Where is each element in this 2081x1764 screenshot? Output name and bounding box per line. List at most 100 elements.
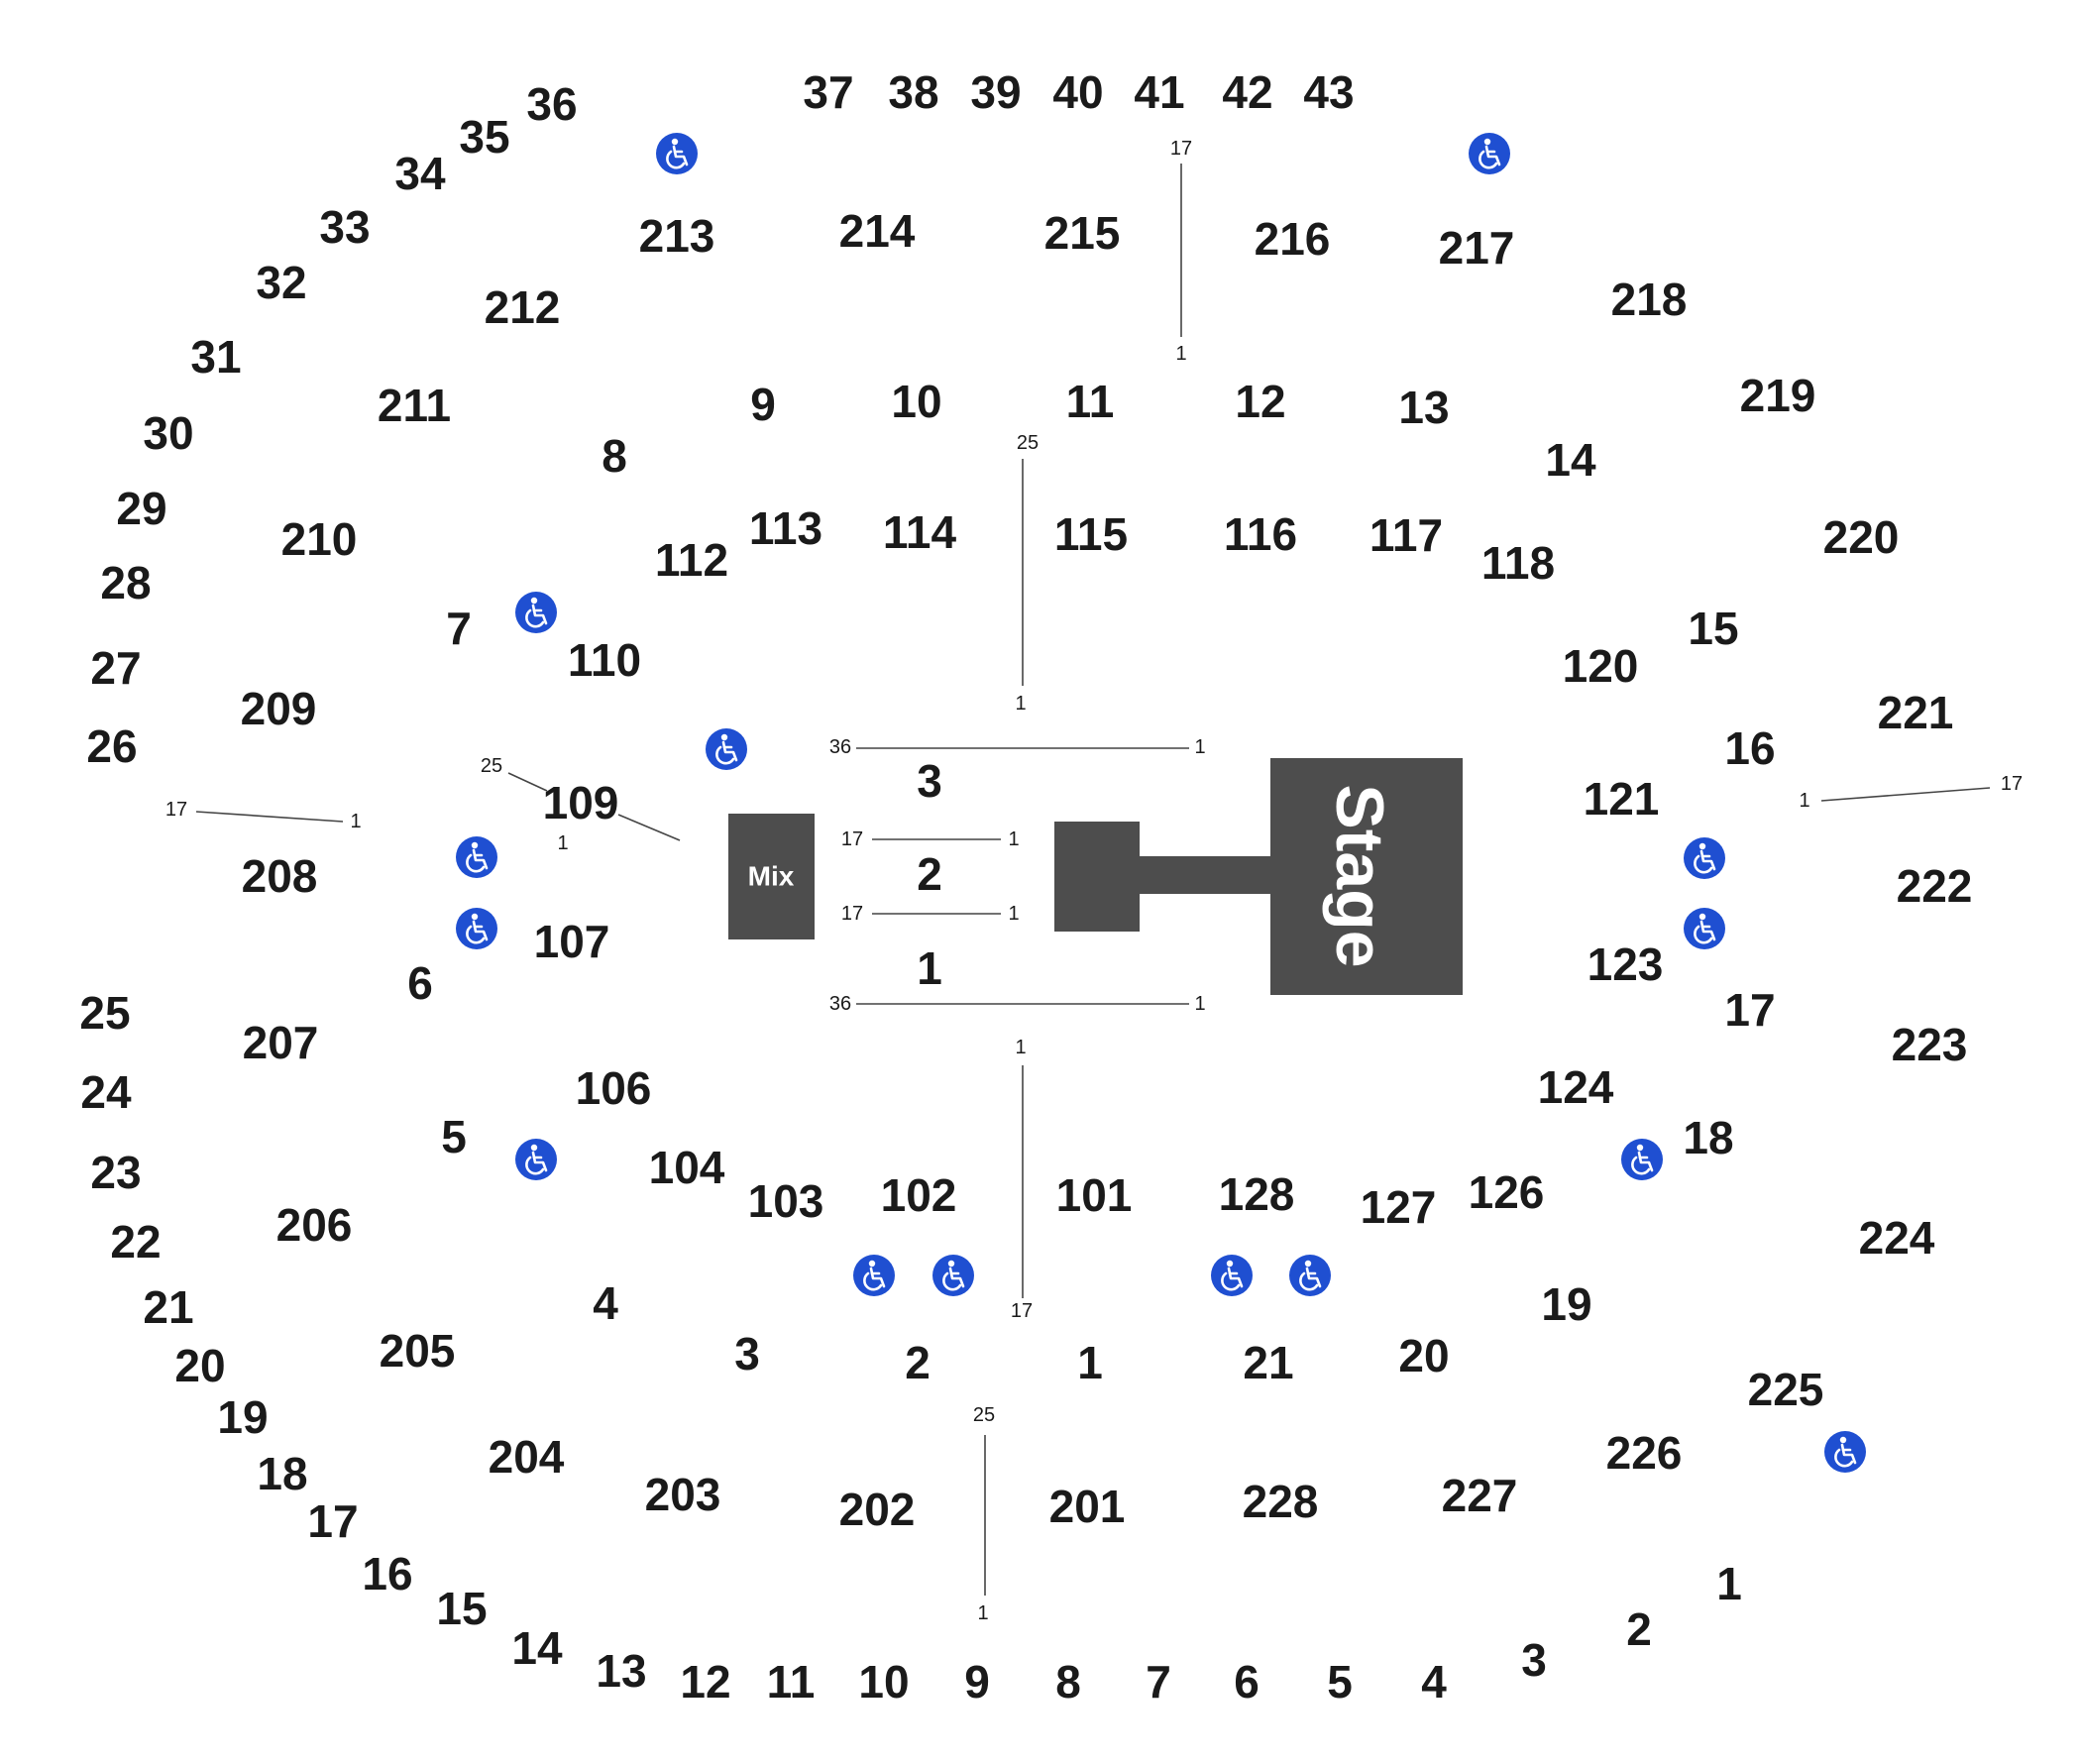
inner-row-number[interactable]: 4 — [593, 1277, 618, 1329]
outer-row-number[interactable]: 11 — [767, 1656, 816, 1708]
inner-row-number[interactable]: 10 — [891, 376, 941, 427]
section-200-label[interactable]: 205 — [380, 1325, 456, 1377]
section-200-label[interactable]: 222 — [1897, 860, 1973, 912]
outer-row-number[interactable]: 12 — [680, 1656, 730, 1708]
inner-row-number[interactable]: 2 — [905, 1337, 931, 1388]
outer-row-number[interactable]: 16 — [362, 1548, 412, 1599]
section-200-label[interactable]: 221 — [1878, 687, 1954, 738]
inner-row-number[interactable]: 3 — [734, 1328, 760, 1379]
inner-row-number[interactable]: 5 — [441, 1111, 467, 1162]
outer-row-number[interactable]: 35 — [459, 111, 509, 163]
section-100-label[interactable]: 128 — [1219, 1168, 1295, 1220]
inner-row-number[interactable]: 15 — [1688, 603, 1738, 654]
section-200-label[interactable]: 201 — [1049, 1481, 1126, 1532]
section-100-label[interactable]: 118 — [1481, 537, 1555, 589]
section-100-label[interactable]: 120 — [1563, 640, 1639, 692]
section-100-label[interactable]: 121 — [1584, 773, 1660, 825]
inner-row-number[interactable]: 18 — [1683, 1112, 1733, 1163]
outer-row-number[interactable]: 6 — [1234, 1656, 1260, 1708]
outer-row-number[interactable]: 30 — [143, 407, 193, 459]
inner-row-number[interactable]: 6 — [407, 957, 433, 1009]
outer-row-number[interactable]: 22 — [110, 1216, 161, 1268]
section-200-label[interactable]: 214 — [839, 205, 916, 257]
section-100-label[interactable]: 126 — [1469, 1166, 1545, 1218]
section-100-label[interactable]: 106 — [576, 1062, 652, 1114]
inner-row-number[interactable]: 14 — [1545, 434, 1596, 486]
section-200-label[interactable]: 208 — [242, 850, 318, 902]
inner-row-number[interactable]: 16 — [1724, 722, 1775, 774]
b-stage-block[interactable] — [1054, 822, 1140, 932]
outer-row-number[interactable]: 7 — [1146, 1656, 1171, 1708]
section-100-label[interactable]: 114 — [883, 506, 957, 558]
section-100-label[interactable]: 116 — [1224, 508, 1297, 560]
outer-row-number[interactable]: 32 — [256, 257, 306, 308]
outer-row-number[interactable]: 18 — [257, 1448, 307, 1499]
outer-row-number[interactable]: 19 — [217, 1391, 268, 1443]
section-100-label[interactable]: 102 — [881, 1169, 957, 1221]
section-200-label[interactable]: 207 — [243, 1017, 319, 1068]
section-200-label[interactable]: 204 — [489, 1431, 565, 1483]
section-200-label[interactable]: 226 — [1606, 1427, 1683, 1479]
section-200-label[interactable]: 228 — [1243, 1476, 1319, 1527]
section-100-label[interactable]: 123 — [1588, 938, 1664, 990]
outer-row-number[interactable]: 10 — [858, 1656, 909, 1708]
outer-row-number[interactable]: 4 — [1421, 1656, 1447, 1708]
section-100-label[interactable]: 104 — [649, 1142, 725, 1193]
outer-row-number[interactable]: 38 — [888, 66, 938, 118]
section-100-label[interactable]: 127 — [1361, 1181, 1437, 1233]
section-200-label[interactable]: 206 — [276, 1199, 353, 1251]
outer-row-number[interactable]: 5 — [1327, 1656, 1353, 1708]
outer-row-number[interactable]: 27 — [90, 642, 141, 694]
outer-row-number[interactable]: 39 — [970, 66, 1021, 118]
outer-row-number[interactable]: 21 — [143, 1281, 193, 1333]
inner-row-number[interactable]: 1 — [1077, 1337, 1103, 1388]
inner-row-number[interactable]: 11 — [1066, 376, 1115, 427]
section-100-label[interactable]: 103 — [748, 1175, 824, 1227]
section-100-label[interactable]: 113 — [749, 502, 822, 554]
section-100-label[interactable]: 101 — [1056, 1169, 1133, 1221]
outer-row-number[interactable]: 28 — [100, 557, 151, 608]
section-200-label[interactable]: 213 — [639, 210, 715, 262]
outer-row-number[interactable]: 41 — [1134, 66, 1184, 118]
outer-row-number[interactable]: 17 — [307, 1495, 358, 1547]
outer-row-number[interactable]: 9 — [964, 1656, 990, 1708]
section-200-label[interactable]: 215 — [1044, 207, 1121, 259]
floor-section-label[interactable]: 1 — [917, 942, 942, 994]
section-200-label[interactable]: 218 — [1611, 274, 1688, 325]
section-200-label[interactable]: 223 — [1892, 1019, 1968, 1070]
section-200-label[interactable]: 224 — [1859, 1212, 1935, 1264]
outer-row-number[interactable]: 13 — [596, 1645, 646, 1697]
outer-row-number[interactable]: 42 — [1222, 66, 1272, 118]
inner-row-number[interactable]: 7 — [446, 603, 472, 654]
inner-row-number[interactable]: 8 — [602, 430, 627, 482]
stage-block[interactable] — [1270, 758, 1463, 995]
inner-row-number[interactable]: 9 — [750, 379, 776, 430]
outer-row-number[interactable]: 23 — [90, 1147, 141, 1198]
section-200-label[interactable]: 216 — [1255, 213, 1331, 265]
section-100-label[interactable]: 112 — [655, 534, 728, 586]
inner-row-number[interactable]: 19 — [1541, 1278, 1591, 1330]
section-200-label[interactable]: 217 — [1439, 222, 1515, 274]
section-100-label[interactable]: 115 — [1054, 508, 1128, 560]
mix-position[interactable] — [728, 814, 815, 939]
inner-row-number[interactable]: 21 — [1243, 1337, 1293, 1388]
outer-row-number[interactable]: 2 — [1626, 1603, 1652, 1655]
outer-row-number[interactable]: 36 — [526, 78, 577, 130]
outer-row-number[interactable]: 43 — [1303, 66, 1354, 118]
section-200-label[interactable]: 202 — [839, 1484, 916, 1535]
floor-section-label[interactable]: 3 — [917, 755, 942, 807]
outer-row-number[interactable]: 1 — [1716, 1558, 1742, 1609]
outer-row-number[interactable]: 3 — [1521, 1634, 1547, 1686]
outer-row-number[interactable]: 40 — [1052, 66, 1103, 118]
section-100-label[interactable]: 109 — [543, 777, 619, 828]
inner-row-number[interactable]: 12 — [1235, 376, 1285, 427]
outer-row-number[interactable]: 29 — [116, 483, 166, 534]
section-200-label[interactable]: 203 — [645, 1469, 721, 1520]
section-100-label[interactable]: 110 — [568, 634, 641, 686]
outer-row-number[interactable]: 14 — [511, 1622, 563, 1674]
outer-row-number[interactable]: 8 — [1055, 1656, 1081, 1708]
inner-row-number[interactable]: 17 — [1724, 984, 1775, 1036]
section-200-label[interactable]: 210 — [281, 513, 358, 565]
section-200-label[interactable]: 209 — [241, 683, 317, 734]
section-200-label[interactable]: 212 — [485, 281, 561, 333]
